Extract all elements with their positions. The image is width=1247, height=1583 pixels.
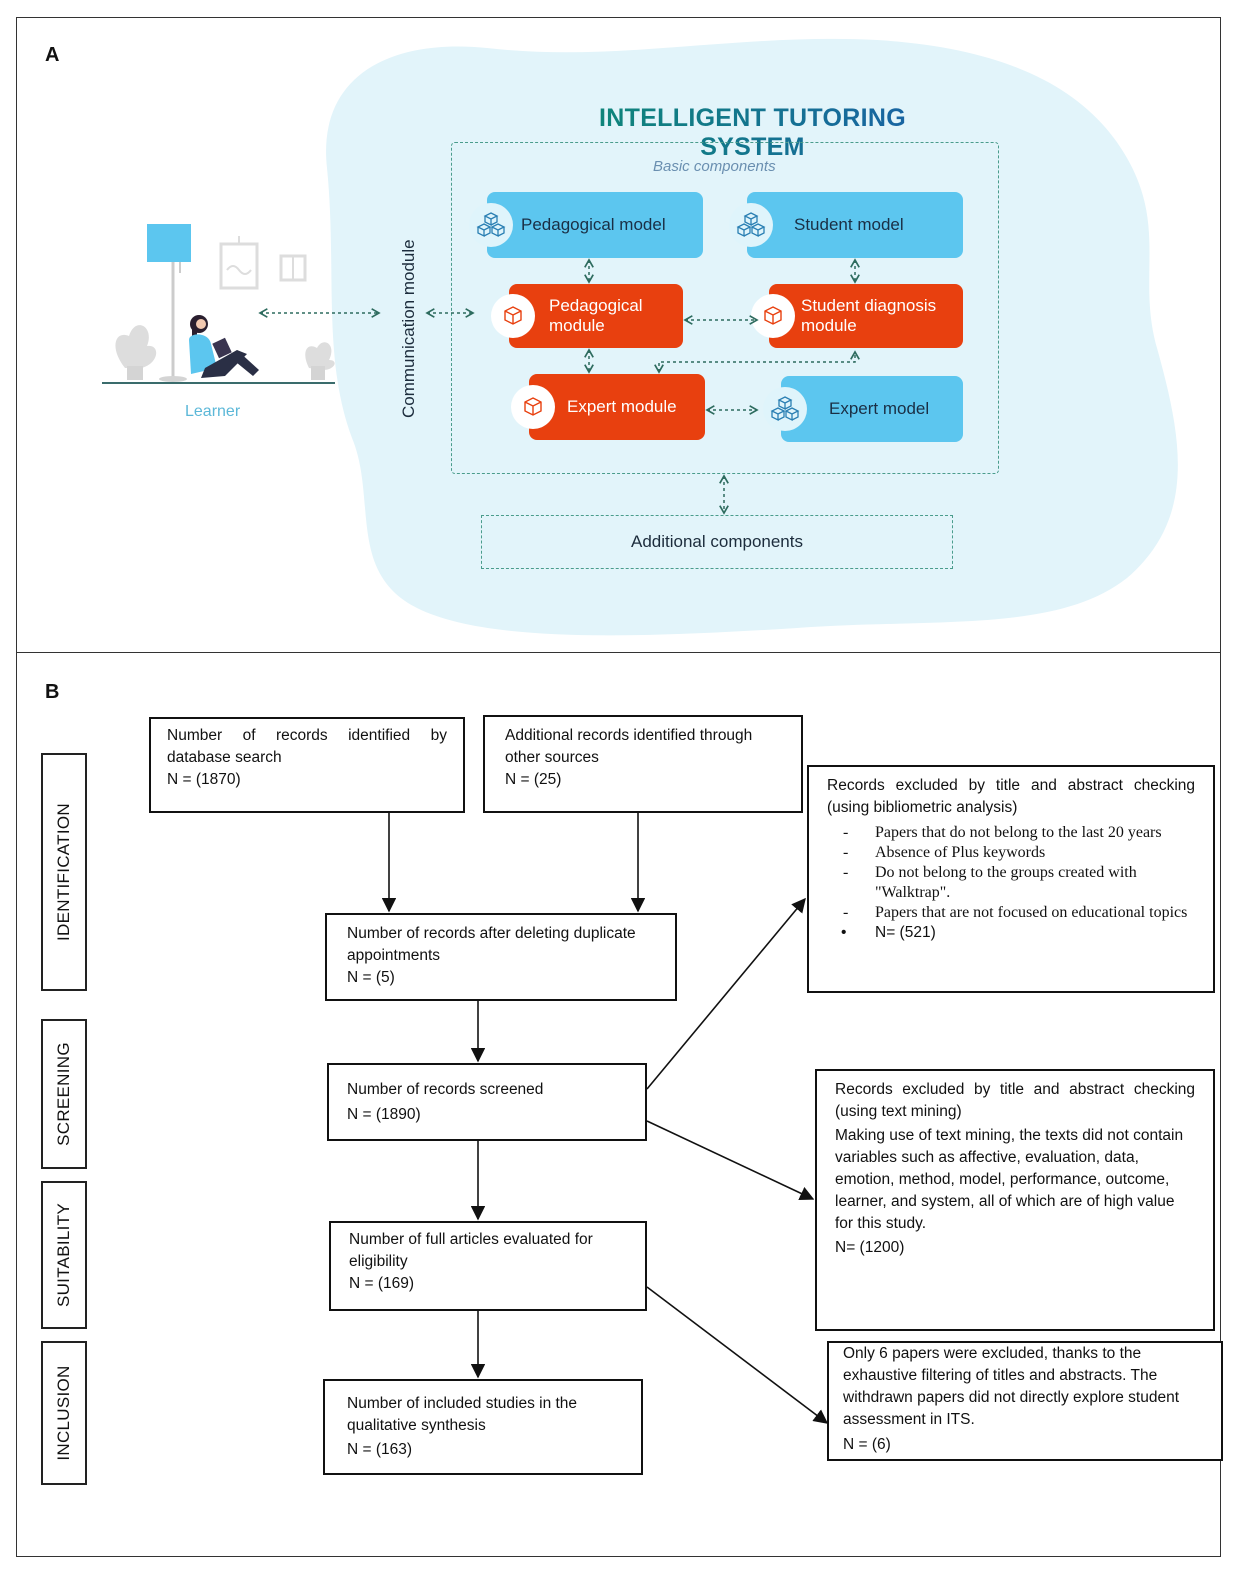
excluded-text-mining-box: Records excluded by title and abstract c… — [815, 1069, 1215, 1331]
additional-components-box: Additional components — [481, 515, 953, 569]
included-box: Number of included studies in the qualit… — [323, 1379, 643, 1475]
student-model-box: Student model — [729, 192, 963, 258]
criterion-item: Papers that do not belong to the last 20… — [827, 823, 1195, 843]
expert-model-label: Expert model — [829, 399, 930, 418]
learner-illustration — [102, 224, 335, 384]
cubes-icon — [469, 203, 513, 247]
student-model-label: Student model — [794, 215, 904, 234]
stage-suitability: SUITABILITY — [41, 1181, 87, 1329]
cubes-icon — [729, 203, 773, 247]
exclusion-count: N= (521) — [827, 923, 1195, 943]
student-diagnosis-module-label: Student diagnosis module — [801, 296, 937, 335]
stage-screening: SCREENING — [41, 1019, 87, 1169]
stage-identification: IDENTIFICATION — [41, 753, 87, 991]
full-articles-box: Number of full articles evaluated for el… — [329, 1221, 647, 1311]
cubes-icon — [763, 387, 807, 431]
cube-icon — [751, 294, 795, 338]
background-blob — [326, 38, 1178, 636]
expert-module-box: Expert module — [511, 374, 705, 440]
stage-inclusion: INCLUSION — [41, 1341, 87, 1485]
criterion-item: Absence of Plus keywords — [827, 843, 1195, 863]
expert-model-box: Expert model — [763, 376, 963, 442]
excluded-bibliometric-box: Records excluded by title and abstract c… — [807, 765, 1215, 993]
other-sources-box: Additional records identified through ot… — [483, 715, 803, 813]
pedagogical-module-label: Pedagogical module — [549, 296, 643, 335]
excluded-fulltext-box: Only 6 papers were excluded, thanks to t… — [827, 1341, 1223, 1461]
basic-components-label: Basic components — [653, 158, 776, 175]
screened-box: Number of records screened N = (1890) — [327, 1063, 647, 1141]
pedagogical-model-box: Pedagogical model — [469, 192, 703, 258]
cube-icon — [511, 385, 555, 429]
panel-b: B IDENTIFICATION SCREENING SUITABILITY I… — [16, 652, 1223, 1557]
panel-b-letter: B — [45, 681, 60, 703]
after-duplicates-box: Number of records after deleting duplica… — [325, 913, 677, 1001]
lamp-shade-icon — [147, 224, 191, 262]
cube-icon — [491, 294, 535, 338]
pedagogical-module-box: Pedagogical module — [491, 284, 683, 348]
basic-components-frame — [451, 142, 999, 474]
expert-module-label: Expert module — [567, 397, 677, 416]
student-diagnosis-module-box: Student diagnosis module — [751, 284, 963, 348]
criterion-item: Papers that are not focused on education… — [827, 903, 1195, 923]
its-title: INTELLIGENT TUTORING SYSTEM — [550, 104, 955, 162]
panel-a: A Learner Communication module INTELLIGE… — [16, 17, 1221, 653]
learner-label: Learner — [185, 403, 241, 420]
criterion-item: Do not belong to the groups created with… — [827, 863, 1195, 903]
db-search-box: Number of records identified by database… — [149, 717, 465, 813]
panel-a-letter: A — [45, 44, 60, 66]
communication-module-label: Communication module — [399, 239, 418, 418]
pedagogical-model-label: Pedagogical model — [521, 215, 666, 234]
